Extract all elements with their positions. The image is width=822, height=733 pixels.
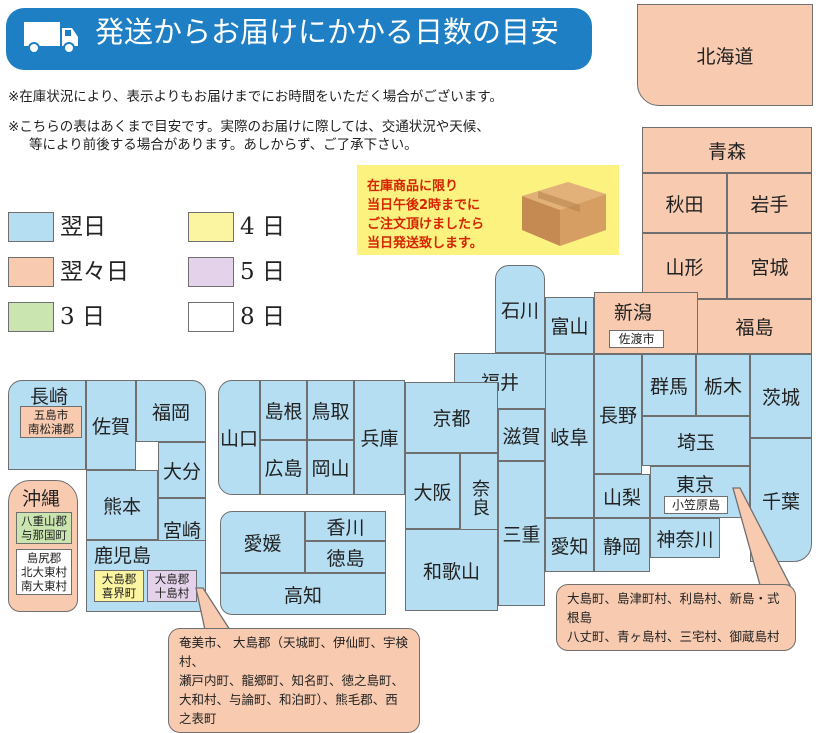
region-aomori: 青森 — [642, 127, 812, 173]
legend-label-8-days: 8 日 — [240, 304, 285, 330]
region-hokkaido: 北海道 — [637, 4, 813, 106]
legend-swatch-8-days — [188, 302, 234, 332]
region-yamagata: 山形 — [642, 233, 727, 299]
region-tokushima: 徳島 — [305, 541, 386, 573]
region-ibaraki: 茨城 — [750, 354, 812, 438]
region-nara: 奈良 — [460, 453, 498, 543]
legend-label-next-day: 翌日 — [60, 214, 106, 240]
region-shiga: 滋賀 — [498, 409, 545, 461]
legend-swatch-4-days — [188, 212, 234, 242]
goto-city-tag: 五島市 南松浦郡 — [20, 406, 82, 438]
region-ishikawa: 石川 — [495, 265, 545, 353]
region-fukuoka: 福岡 — [136, 380, 206, 442]
region-nagasaki-label: 長崎 — [30, 386, 69, 408]
legend-label-two-days: 翌々日 — [60, 259, 129, 285]
note-line-2: ※こちらの表はあくまで目安です。実際のお届けに際しては、交通状況や天候、 — [8, 119, 490, 135]
region-kumamoto: 熊本 — [86, 470, 158, 540]
region-okinawa-label: 沖縄 — [22, 488, 61, 510]
legend-swatch-two-days — [8, 257, 54, 287]
amami-callout: 奄美市、 大島郡（天城町、伊仙町、宇検村、 瀬戸内町、龍郷町、知名町、徳之島町、… — [168, 628, 420, 733]
region-akita: 秋田 — [642, 173, 727, 233]
promo-line-4: 当日発送致します。 — [367, 236, 483, 251]
region-shimane: 島根 — [260, 380, 307, 440]
legend-swatch-3-days — [8, 302, 54, 332]
ogasawara-tag: 小笠原島 — [664, 496, 728, 514]
kikai-town-tag: 大島郡 喜界町 — [94, 570, 144, 602]
region-oita: 大分 — [158, 442, 206, 498]
region-tochigi: 栃木 — [696, 354, 750, 416]
page-title: 発送からお届けにかかる日数の目安 — [95, 15, 560, 49]
legend-swatch-next-day — [8, 212, 54, 242]
region-okayama: 岡山 — [307, 440, 354, 495]
region-yamaguchi: 山口 — [218, 380, 260, 495]
region-niigata-label: 新潟 — [614, 302, 653, 324]
region-tottori: 鳥取 — [307, 380, 354, 440]
region-saitama: 埼玉 — [642, 416, 750, 466]
cardboard-box-icon — [522, 182, 606, 246]
region-kyoto: 京都 — [405, 382, 498, 453]
region-gunma: 群馬 — [642, 354, 696, 416]
truck-icon — [24, 22, 78, 54]
toshima-village-tag: 大島郡 十島村 — [147, 570, 197, 602]
region-ehime: 愛媛 — [220, 511, 305, 573]
legend-label-4-days: 4 日 — [240, 214, 285, 240]
region-kanagawa: 神奈川 — [650, 518, 720, 558]
region-kagawa: 香川 — [305, 511, 386, 541]
region-chiba: 千葉 — [750, 438, 812, 562]
region-hyogo: 兵庫 — [354, 380, 405, 495]
region-wakayama: 和歌山 — [405, 529, 498, 611]
region-miyagi: 宮城 — [727, 233, 812, 299]
yaeyama-tag: 八重山郡 与那国町 — [16, 512, 72, 544]
legend-swatch-5-days — [188, 257, 234, 287]
region-nagano: 長野 — [594, 354, 642, 474]
region-yamanashi: 山梨 — [594, 474, 650, 518]
shimajiri-tag: 島尻郡 北大東村 南大東村 — [16, 549, 72, 595]
promo-text: 在庫商品に限り 当日午後2時までに ご注文頂けましたら 当日発送致します。 — [367, 177, 484, 253]
legend-label-5-days: 5 日 — [240, 259, 285, 285]
region-tokyo-label: 東京 — [676, 474, 715, 496]
region-shizuoka: 静岡 — [594, 518, 650, 572]
region-hiroshima: 広島 — [260, 440, 307, 495]
region-fukushima: 福島 — [697, 299, 812, 354]
legend-label-3-days: 3 日 — [60, 304, 105, 330]
region-aichi: 愛知 — [545, 518, 594, 572]
region-mie: 三重 — [498, 461, 545, 606]
note-line-1: ※在庫状況により、表示よりもお届けまでにお時間をいただく場合がございます。 — [8, 89, 503, 105]
sado-city-tag: 佐渡市 — [609, 330, 664, 348]
region-saga: 佐賀 — [86, 380, 136, 470]
region-kochi: 高知 — [220, 573, 386, 615]
header-banner — [6, 8, 592, 70]
note-line-3: 等により前後する場合があります。あしからず、ご了承下さい。 — [29, 137, 418, 153]
region-kagoshima-label: 鹿児島 — [94, 545, 152, 567]
promo-line-2: 当日午後2時までに — [367, 198, 481, 213]
region-iwate: 岩手 — [727, 173, 812, 233]
promo-line-1: 在庫商品に限り — [367, 179, 459, 194]
promo-line-3: ご注文頂けましたら — [367, 217, 485, 232]
region-toyama: 富山 — [545, 297, 594, 354]
region-gifu: 岐阜 — [545, 354, 594, 518]
tokyo-islands-callout: 大島町、島津町村、利島村、新島・式根島 八丈町、青ヶ島村、三宅村、御蔵島村 — [556, 584, 796, 651]
region-osaka: 大阪 — [405, 453, 460, 529]
